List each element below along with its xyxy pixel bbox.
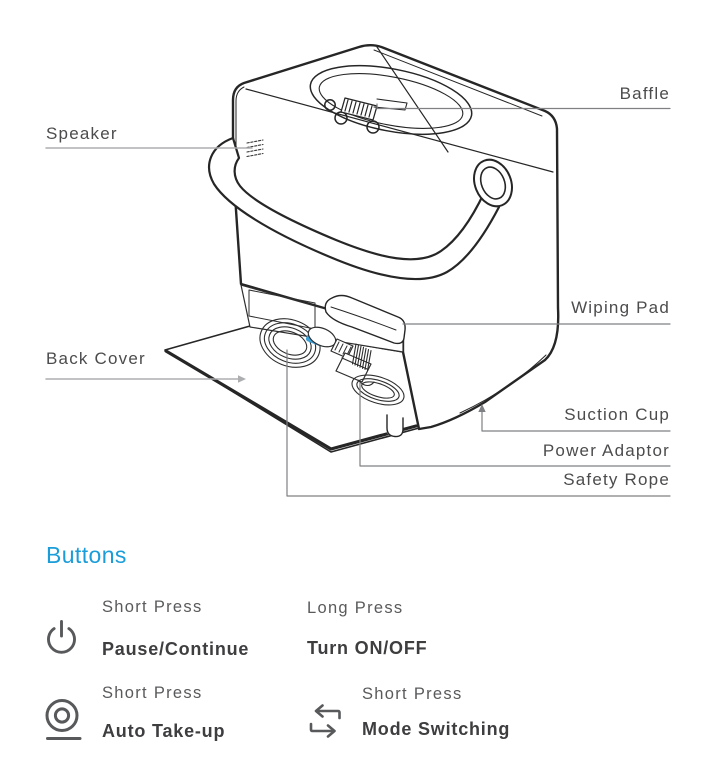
power-long-press-label: Long Press [307,599,404,617]
take-up-short-press-action: Auto Take-up [102,721,226,741]
power-adaptor-leader [359,382,671,467]
power-short-press-label: Short Press [102,598,203,616]
back-cover-arrow [238,375,246,383]
suction-cup-leader [481,409,671,432]
top-button [324,99,336,111]
label-power-adaptor: Power Adaptor [542,441,670,460]
safety-rope-leader [286,349,671,497]
top-panel [309,65,473,135]
mode-switch-icon [305,703,345,739]
leader-lines [45,103,671,497]
label-safety-rope: Safety Rope [563,470,670,489]
speaker-grille [246,139,264,158]
label-wiping-pad: Wiping Pad [571,298,670,317]
label-speaker: Speaker [46,124,118,143]
power-adaptor-plug [330,338,375,387]
baffle-leader [376,103,671,110]
wiping-pad [324,294,406,345]
device-body [231,44,560,431]
buttons-heading: Buttons [46,542,127,568]
vent-grille [351,343,372,372]
safety-rope-coil [259,318,321,368]
power-short-press-action: Pause/Continue [102,639,250,659]
auto-take-up-icon [44,697,83,742]
label-suction-cup: Suction Cup [564,405,670,424]
suction-cup-arrow [478,404,486,412]
mode-short-press-action: Mode Switching [362,719,511,739]
mode-short-press-label: Short Press [362,685,463,703]
power-long-press-action: Turn ON/OFF [307,638,428,658]
power-icon [46,619,77,657]
device-foot [386,414,404,438]
handle-strap [208,136,513,281]
label-back-cover: Back Cover [46,349,146,368]
storage-compartment [240,284,405,406]
take-up-short-press-label: Short Press [102,684,203,702]
top-button [366,120,380,134]
label-baffle: Baffle [619,84,670,103]
power-cord-coil [351,374,405,406]
